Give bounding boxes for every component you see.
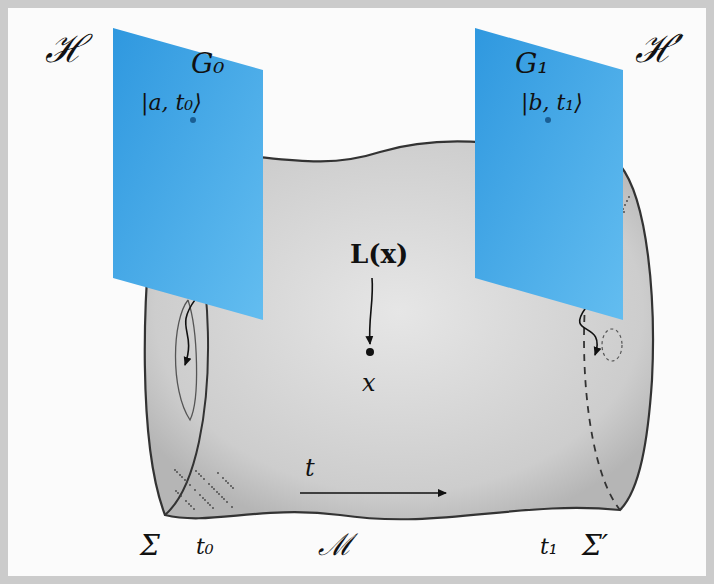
mapping-arrow [185, 299, 196, 365]
time-label: t [305, 455, 315, 483]
hilbert-space-plane: ℋG₀|a, t₀⟩ [113, 28, 263, 320]
space-symbol: ℋ′ [635, 28, 684, 72]
mapping-arrow [580, 308, 598, 356]
time-label: t₀ [196, 534, 214, 559]
point-label: x [362, 370, 376, 398]
hilbert-space-plane: G₁ℋ′|b, t₁⟩ [475, 28, 623, 320]
surface-label: Σ [140, 530, 160, 562]
state-label: |a, t₀⟩ [141, 90, 202, 115]
space-symbol: ℋ [45, 28, 85, 72]
state-label: |b, t₁⟩ [521, 90, 583, 115]
manifold-label: ℳ [318, 528, 353, 563]
surface-label: Σ′ [582, 530, 608, 562]
time-label: t₁ [540, 534, 558, 559]
field-label: L(x) [350, 240, 408, 270]
group-label: G₁ [515, 48, 549, 80]
plane-shape [475, 28, 623, 320]
plane-shape [113, 28, 263, 320]
group-label: G₀ [191, 48, 225, 80]
